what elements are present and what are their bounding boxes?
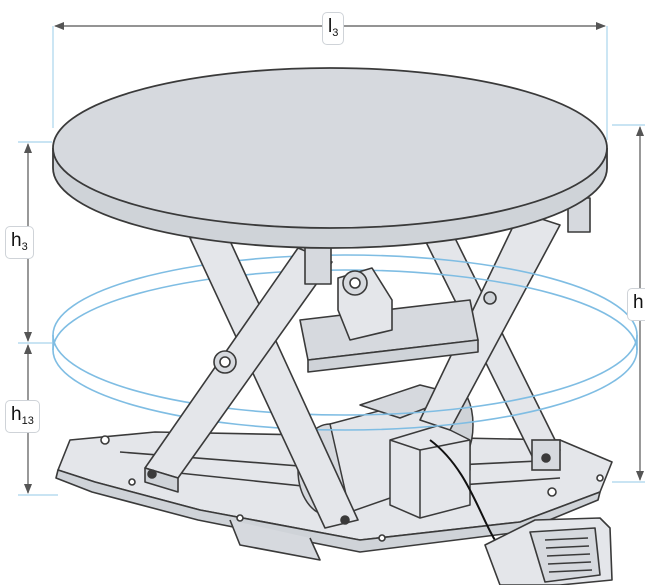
foot-pedal: [429, 439, 613, 585]
label-h13: h13: [5, 400, 40, 433]
extension-lines: [18, 26, 645, 496]
label-h3: h3: [5, 226, 34, 259]
central-bearing: [337, 267, 393, 341]
round-table-top: [52, 67, 608, 249]
front-scissor-arms: [144, 229, 359, 529]
label-h: h: [627, 288, 645, 321]
label-l3: l3: [322, 12, 345, 45]
rear-arm-foot: [531, 439, 561, 471]
